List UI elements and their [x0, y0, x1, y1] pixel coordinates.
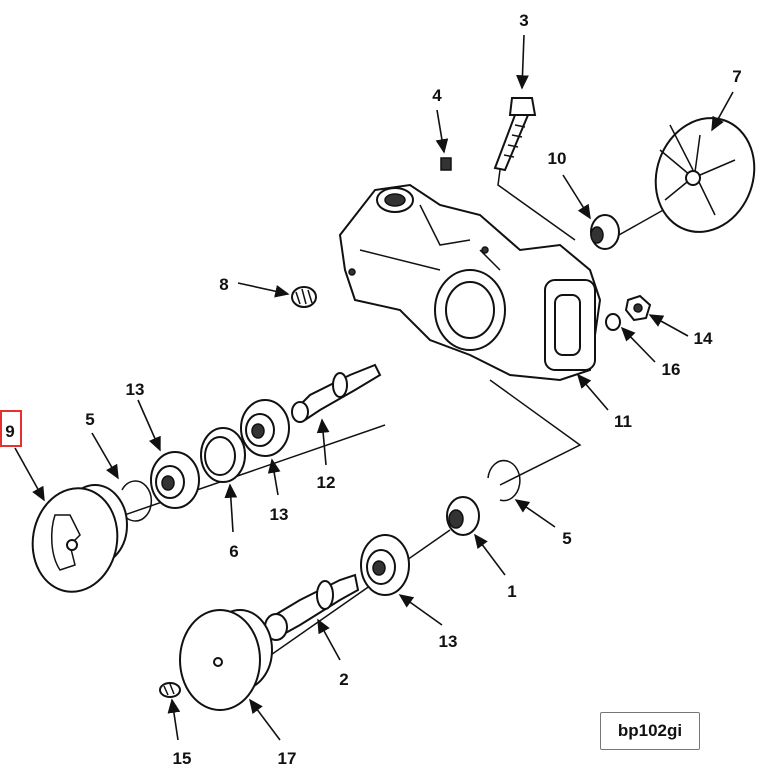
pulley	[31, 484, 128, 593]
shaft	[264, 573, 360, 641]
callout-16: 16	[662, 360, 681, 379]
seal	[590, 214, 620, 250]
bearing	[150, 451, 200, 509]
pulley	[179, 609, 273, 711]
set-screw	[440, 157, 452, 171]
callout-11: 11	[614, 412, 632, 431]
bearing	[240, 399, 290, 457]
callout-5: 5	[85, 410, 94, 429]
callout-6: 6	[229, 542, 238, 561]
callout-8: 8	[219, 275, 228, 294]
highlight-box	[0, 410, 22, 447]
callout-1: 1	[507, 582, 516, 601]
callout-12: 12	[317, 473, 336, 492]
callout-2: 2	[339, 670, 348, 689]
callout-13: 13	[270, 505, 289, 524]
callout-4: 4	[432, 86, 442, 105]
bolt	[493, 97, 537, 172]
spacer-ring	[200, 427, 246, 483]
bushing	[446, 496, 480, 536]
set-screw	[159, 682, 181, 698]
shaft	[291, 363, 382, 423]
callout-13: 13	[126, 380, 145, 399]
callout-15: 15	[173, 749, 192, 768]
washer	[605, 313, 621, 331]
snap-ring	[121, 480, 153, 522]
callout-labels: 3 4 7 10 8 14 16 11 13 5 9 12 13 6 5 1 1…	[5, 11, 741, 768]
pump-housing	[338, 183, 602, 382]
callout-5: 5	[562, 529, 571, 548]
leader-arrows	[14, 34, 734, 741]
callout-3: 3	[519, 11, 528, 30]
bearing	[360, 534, 410, 596]
reference-code: bp102gi	[600, 712, 700, 750]
callout-10: 10	[548, 149, 567, 168]
callout-17: 17	[278, 749, 297, 768]
callout-9: 9	[5, 422, 14, 441]
impeller	[654, 117, 756, 233]
callout-13: 13	[439, 632, 458, 651]
callout-14: 14	[694, 329, 713, 348]
snap-ring	[487, 459, 521, 502]
plug	[291, 286, 317, 308]
callout-7: 7	[732, 67, 741, 86]
